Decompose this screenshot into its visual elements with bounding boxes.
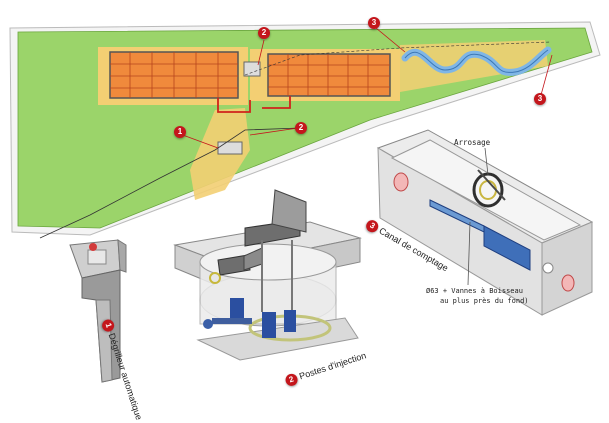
vannes-label-line2: au plus près du fond) (440, 297, 529, 305)
marker-site-3-top: 3 (368, 17, 380, 29)
canal-illustration (376, 129, 594, 316)
network-line (39, 127, 301, 239)
marker-site-3-right: 3 (534, 93, 546, 105)
marker-site-1: 1 (174, 126, 186, 138)
basin-right-pipes (268, 54, 390, 96)
control-building (243, 61, 261, 77)
arrosage-label: Arrosage (454, 138, 491, 147)
red-pipe (217, 96, 291, 113)
marker-site-2-top: 2 (258, 27, 270, 39)
stream-edge (404, 49, 549, 73)
pump-station (217, 141, 243, 155)
basin-right (267, 53, 391, 97)
marker-site-2-mid: 2 (295, 122, 307, 134)
sand-zone-lake (400, 40, 548, 92)
basin-left-pipes (110, 52, 238, 98)
vannes-label-line1: Ø63 + Vannes à Boisseau (426, 287, 523, 295)
postes-illustration (173, 189, 362, 361)
